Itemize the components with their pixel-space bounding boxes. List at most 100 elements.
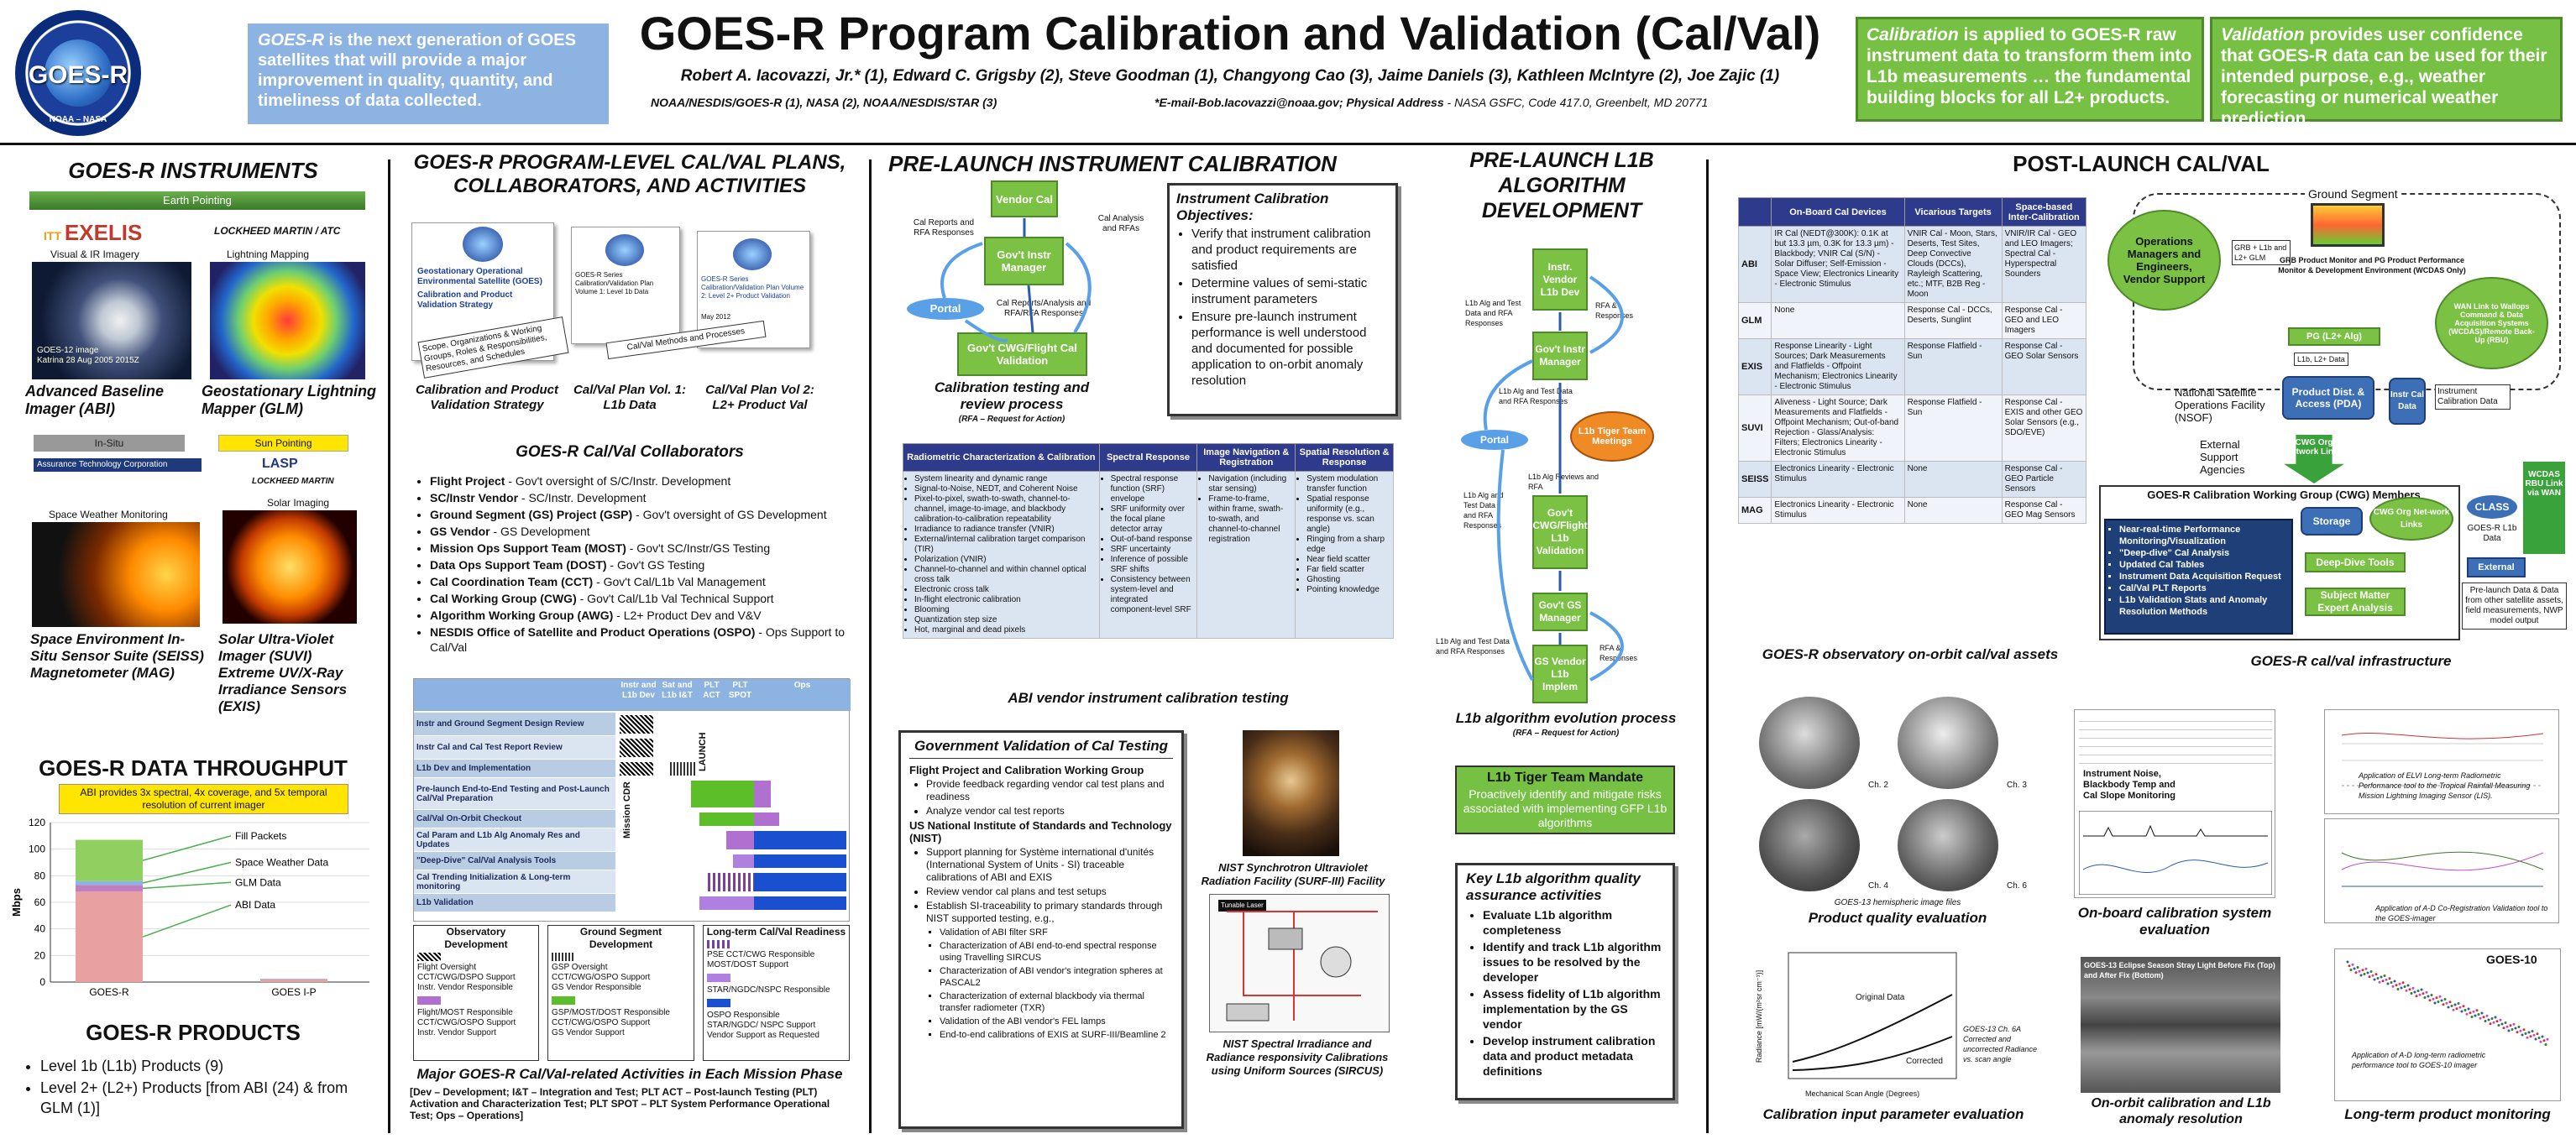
activity-bar (670, 762, 695, 776)
mission-cdr-label: Mission CDR (622, 781, 632, 839)
trend-point (2413, 990, 2416, 994)
tiger-team-oval: L1b Tiger Team Meetings (1570, 411, 1654, 462)
pq-disk (1759, 697, 1860, 789)
trend-point (2479, 1016, 2482, 1020)
address: - NASA GSFC, Code 417.0, Greenbelt, MD 2… (1443, 96, 1709, 109)
anomaly-label: GOES-13 Eclipse Season Stray Light Befor… (2084, 961, 2275, 980)
cwg-item: Instrument Data Acquisition Request (2119, 571, 2288, 583)
trend-point (2494, 1016, 2497, 1019)
collaborators-title: GOES-R Cal/Val Collaborators (516, 443, 744, 461)
plan-cap-1: Calibration and Product Validation Strat… (416, 383, 559, 412)
collaborator-name: Flight Project (430, 474, 505, 488)
schedule-note: [Dev – Development; I&T – Integration an… (410, 1086, 830, 1121)
objective-item: Verify that instrument calibration and p… (1191, 226, 1389, 274)
class-sub: GOES-R L1b Data (2467, 524, 2517, 543)
activity-label: L1b Validation (416, 898, 474, 907)
trend-point (2386, 982, 2390, 985)
gov-nist-item: Establish SI-traceability to primary sta… (926, 900, 1173, 925)
table-cell-item: Frame-to-frame, within frame, swath-to-s… (1208, 494, 1292, 545)
trend-point (2536, 1032, 2539, 1036)
gov-nist-list: Support planning for Système internation… (909, 846, 1173, 925)
table-cell: Response Flatfield - Sun (1903, 394, 2003, 462)
trend-point (2437, 1001, 2440, 1003)
legend-gs-title: Ground Segment Development (579, 926, 662, 950)
address-label: Physical Address (1346, 96, 1444, 109)
gov-nist-subitem: Characterization of external blackbody v… (940, 990, 1173, 1014)
key-list: Evaluate L1b algorithm completeness Iden… (1466, 907, 1664, 1079)
collaborator-name: Data Ops Support Team (DOST) (430, 558, 607, 572)
monitor-icon (2311, 203, 2385, 247)
plans-title: GOES-R PROGRAM-LEVEL CAL/VAL PLANS, COLL… (413, 151, 846, 197)
trend-point (2470, 1016, 2474, 1018)
table-cell-item: Blooming (914, 605, 1097, 615)
activity-row: Cal/Val On-Orbit Checkout (414, 810, 615, 828)
legend-obs-1: Flight Oversight CCT/CWG/DSPO Support In… (417, 963, 516, 992)
l1b-label-alg1: L1b Alg and Test Data and RFA Responses (1465, 299, 1521, 327)
table-header: Spatial Resolution & Response (1295, 443, 1394, 472)
y-tick-label: 120 (29, 817, 45, 828)
class-cylinder: CLASS (2467, 495, 2517, 519)
trend-point (2504, 1021, 2507, 1024)
onorbit-caption: GOES-R observatory on-orbit cal/val asse… (1762, 646, 2059, 662)
flow-caption: Calibration testing and review process (934, 379, 1090, 412)
key-item: Evaluate L1b algorithm completeness (1483, 907, 1664, 938)
y-tick-label: 40 (34, 923, 46, 935)
onboard-caption: On-board calibration system evaluation (2077, 905, 2272, 938)
collaborator-role: - Gov't GS Testing (606, 558, 705, 572)
table-header: On-Board Cal Devices (1771, 197, 1905, 227)
cwg-item: L1b Validation Stats and Anomaly Resolut… (2119, 594, 2288, 618)
activity-label: Instr and Ground Segment Design Review (416, 719, 584, 729)
trend-point (2405, 989, 2408, 992)
longterm-panel-1: Application of ELVI Long-term Radiometri… (2324, 709, 2559, 814)
trend-point (2452, 1008, 2455, 1011)
table-cell-item: Ghosting (1306, 575, 1390, 585)
collaborator-name: GS Vendor (430, 525, 490, 538)
cwg-item: Updated Cal Tables (2119, 559, 2288, 571)
collaborator-item: Ground Segment (GS) Project (GSP) - Gov'… (430, 507, 850, 522)
trend-point (2448, 1001, 2452, 1004)
trend-point (2512, 1022, 2516, 1026)
activity-label: L1b Dev and Implementation (416, 764, 531, 773)
activity-label: Instr Cal and Cal Test Report Review (416, 743, 563, 752)
trend-point (2398, 982, 2401, 985)
visual-ir-label: Visual & IR Imagery (50, 248, 139, 260)
table-cell-item: Pixel-to-pixel, swath-to-swath, channel-… (914, 494, 1097, 525)
trend-point (2442, 1003, 2445, 1006)
bar-segment (76, 891, 143, 982)
l1b-label-rfa1: RFA & Responses (1595, 301, 1634, 320)
lockheed-logo: LOCKHEED MARTIN / ATC (214, 225, 341, 237)
space-weather-image (32, 522, 200, 627)
table-cell: VNIR Cal - Moon, Stars, Deserts, Test Si… (1903, 226, 2003, 303)
activity-row: L1b Validation (414, 894, 615, 912)
table-header: Spectral Response (1098, 443, 1198, 472)
trend-point (2348, 964, 2351, 968)
trend-point (2546, 1037, 2549, 1041)
trend-point (2427, 995, 2430, 998)
gov-validation-box: Government Validation of Cal Testing Fli… (898, 730, 1184, 1129)
table-header-row: Radiometric Characterization & Calibrati… (903, 443, 1394, 472)
trend-point (2403, 985, 2406, 988)
portal-cylinder: Portal (907, 298, 984, 320)
flow-sub: (RFA – Request for Action) (958, 415, 1065, 424)
trend-point (2482, 1016, 2485, 1019)
trend-point (2390, 981, 2393, 984)
insitu-list: Space Environment In-Situ Sensor Suite (… (30, 631, 207, 682)
collaborator-name: NESDIS Office of Satellite and Product O… (430, 625, 756, 639)
table-cell-item: External/internal calibration target com… (914, 535, 1097, 555)
key-title: Key L1b algorithm quality assurance acti… (1466, 870, 1641, 903)
collaborator-role: - GS Development (490, 525, 590, 538)
surf-facility-photo (1243, 730, 1339, 856)
activity-row: L1b Dev and Implementation (414, 760, 615, 778)
table-cell: Response Cal - GEO Particle Sensors (2001, 461, 2086, 498)
onboard-plot (2079, 811, 2272, 895)
govt-cwg-cal-box: Gov't CWG/Flight Cal Validation (957, 332, 1087, 376)
bar-segment (76, 880, 143, 886)
mandate-title: L1b Tiger Team Mandate (1486, 771, 1644, 785)
y-tick-label: 20 (34, 949, 46, 961)
collaborator-item: Algorithm Working Group (AWG) - L2+ Prod… (430, 608, 850, 623)
gov-nist-item: Support planning for Système internation… (926, 846, 1173, 884)
l1b-label-alg4: L1b Alg and Test Data and RFA Responses (1436, 637, 1510, 656)
annotation-line (142, 835, 232, 861)
doc-logo-icon (463, 227, 503, 262)
